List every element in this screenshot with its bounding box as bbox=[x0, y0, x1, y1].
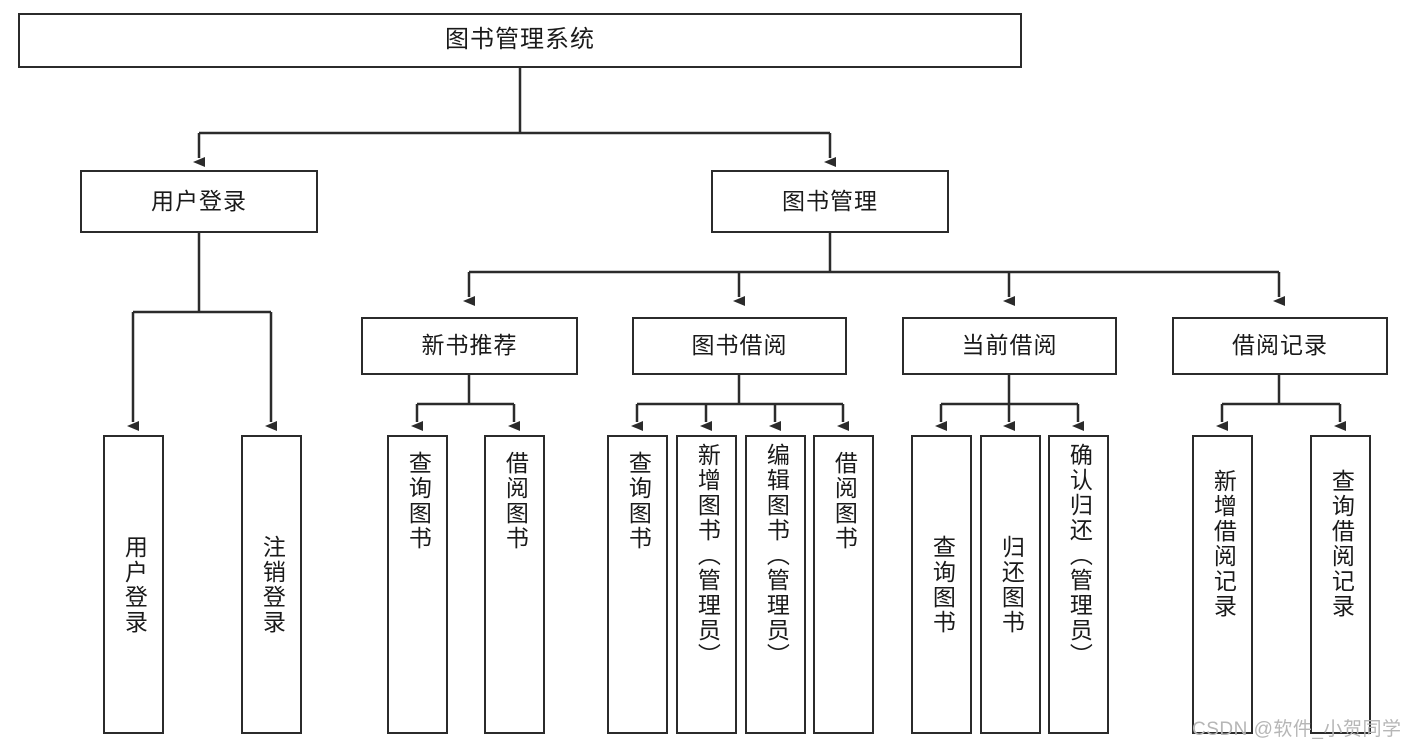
leaf-current-borrow-confirm[interactable]: 确认归还（管理员） bbox=[1048, 435, 1109, 734]
leaf-label: 归还图书 bbox=[998, 534, 1025, 635]
node-book-borrow[interactable]: 图书借阅 bbox=[632, 317, 847, 375]
leaf-user-login-login[interactable]: 用户登录 bbox=[103, 435, 164, 734]
leaf-borrow-record-add[interactable]: 新增借阅记录 bbox=[1192, 435, 1253, 734]
node-borrow-record[interactable]: 借阅记录 bbox=[1172, 317, 1388, 375]
leaf-label: 用户登录 bbox=[121, 534, 148, 635]
watermark-text: CSDN @软件_小贺同学 bbox=[1192, 719, 1402, 740]
leaf-label: 借阅图书 bbox=[831, 451, 858, 551]
node-root[interactable]: 图书管理系统 bbox=[18, 13, 1022, 68]
node-user-login[interactable]: 用户登录 bbox=[80, 170, 318, 233]
leaf-label: 查询图书 bbox=[929, 534, 956, 635]
node-book-management-label: 图书管理 bbox=[782, 187, 878, 214]
leaf-current-borrow-query[interactable]: 查询图书 bbox=[911, 435, 972, 734]
leaf-book-borrow-edit[interactable]: 编辑图书（管理员） bbox=[745, 435, 806, 734]
leaf-label: 编辑图书（管理员） bbox=[763, 443, 790, 668]
node-current-borrow-label: 当前借阅 bbox=[961, 332, 1058, 359]
leaf-book-borrow-query[interactable]: 查询图书 bbox=[607, 435, 668, 734]
leaf-book-borrow-add[interactable]: 新增图书（管理员） bbox=[676, 435, 737, 734]
leaf-label: 借阅图书 bbox=[502, 451, 529, 551]
node-current-borrow[interactable]: 当前借阅 bbox=[902, 317, 1117, 375]
leaf-user-login-logout[interactable]: 注销登录 bbox=[241, 435, 302, 734]
node-user-login-label: 用户登录 bbox=[151, 187, 247, 214]
leaf-label: 查询图书 bbox=[405, 451, 432, 551]
node-new-book-recommend-label: 新书推荐 bbox=[421, 332, 518, 359]
node-book-borrow-label: 图书借阅 bbox=[691, 332, 788, 359]
node-new-book-recommend[interactable]: 新书推荐 bbox=[361, 317, 578, 375]
leaf-current-borrow-return[interactable]: 归还图书 bbox=[980, 435, 1041, 734]
node-book-management[interactable]: 图书管理 bbox=[711, 170, 949, 233]
leaf-borrow-record-query[interactable]: 查询借阅记录 bbox=[1310, 435, 1371, 734]
leaf-label: 查询图书 bbox=[625, 451, 652, 551]
leaf-label: 注销登录 bbox=[259, 534, 286, 635]
leaf-new-book-query[interactable]: 查询图书 bbox=[387, 435, 448, 734]
csdn-watermark: CSDN @软件_小贺同学 bbox=[1192, 714, 1401, 741]
leaf-new-book-borrow[interactable]: 借阅图书 bbox=[484, 435, 545, 734]
leaf-label: 新增图书（管理员） bbox=[694, 443, 721, 668]
leaf-label: 确认归还（管理员） bbox=[1066, 443, 1093, 668]
node-root-label: 图书管理系统 bbox=[445, 26, 595, 54]
leaf-label: 新增借阅记录 bbox=[1210, 469, 1237, 619]
leaf-book-borrow-borrow[interactable]: 借阅图书 bbox=[813, 435, 874, 734]
leaf-label: 查询借阅记录 bbox=[1328, 469, 1355, 619]
node-borrow-record-label: 借阅记录 bbox=[1232, 332, 1328, 359]
